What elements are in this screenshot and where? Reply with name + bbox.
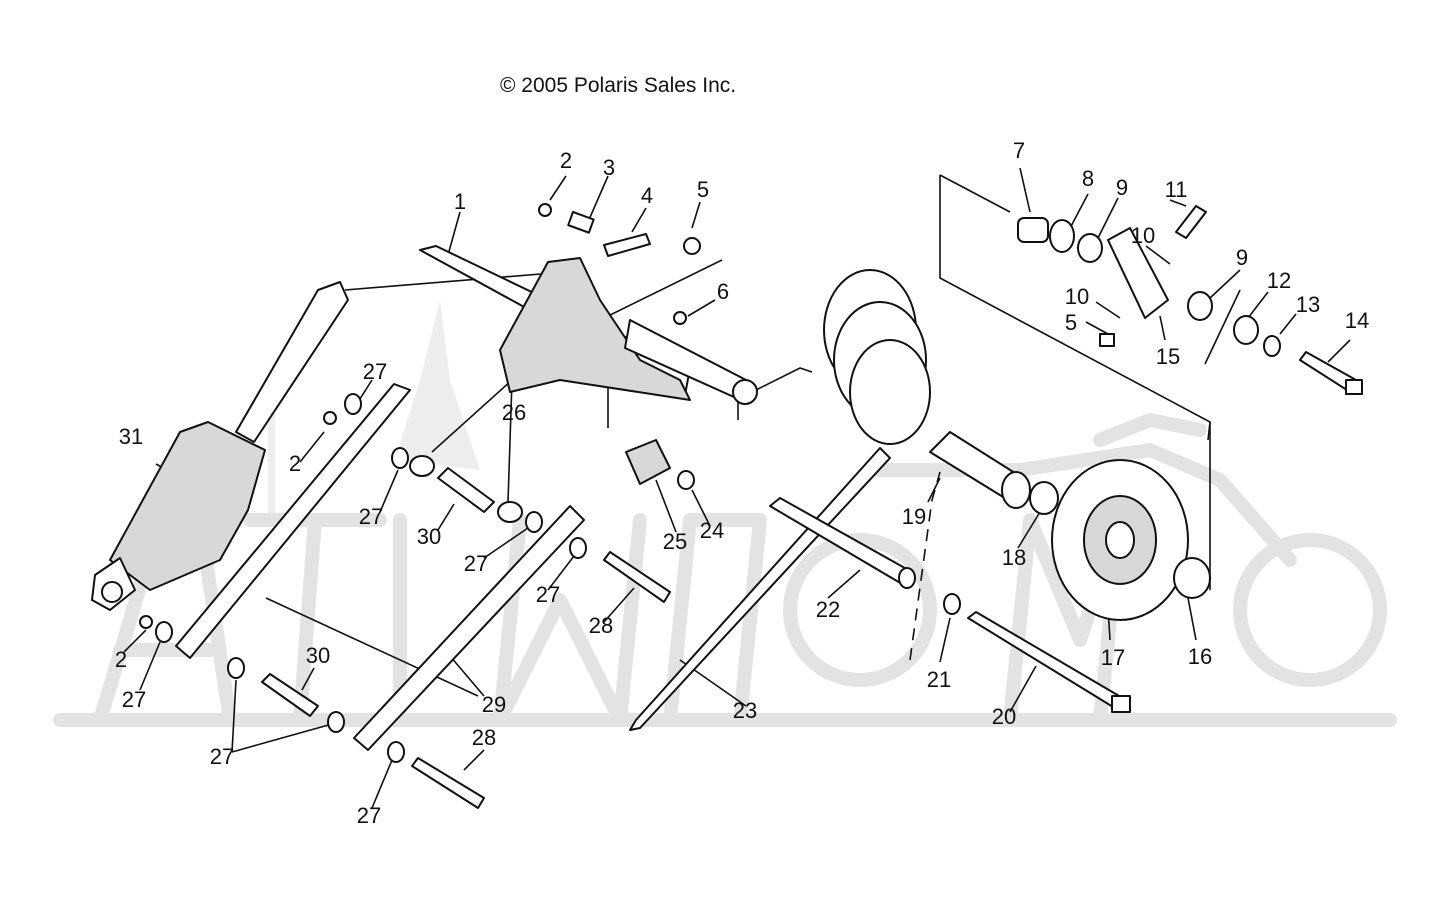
callout-28: 28 — [472, 725, 496, 750]
rear-idler-hardware — [1017, 205, 1363, 395]
callout-31: 31 — [119, 424, 143, 449]
callout-5: 5 — [1065, 310, 1077, 335]
nut-5 — [683, 237, 701, 255]
callout-2: 2 — [289, 451, 301, 476]
callout-13: 13 — [1296, 292, 1320, 317]
callout-23: 23 — [733, 698, 757, 723]
bolt-4 — [603, 233, 651, 257]
callout-9: 9 — [1236, 245, 1248, 270]
axle-bolt-20 — [967, 611, 1131, 713]
callout-6: 6 — [717, 279, 729, 304]
idler-wheel-17 — [1051, 459, 1189, 621]
washers-27 — [155, 393, 587, 763]
callout-26: 26 — [502, 400, 526, 425]
bumper-25 — [625, 439, 695, 490]
callout-20: 20 — [992, 704, 1016, 729]
bushings-26 — [409, 455, 523, 523]
callout-16: 16 — [1188, 644, 1212, 669]
callout-30: 30 — [417, 524, 441, 549]
callout-22: 22 — [816, 597, 840, 622]
callout-2: 2 — [560, 148, 572, 173]
shock-absorber — [91, 281, 349, 611]
callout-3: 3 — [603, 155, 615, 180]
callout-19: 19 — [902, 504, 926, 529]
callout-27: 27 — [464, 551, 488, 576]
callout-2: 2 — [115, 647, 127, 672]
callout-9: 9 — [1116, 175, 1128, 200]
callout-27: 27 — [210, 744, 234, 769]
callout-25: 25 — [663, 529, 687, 554]
callout-27: 27 — [359, 504, 383, 529]
callout-27: 27 — [363, 359, 387, 384]
nut-2 — [538, 203, 552, 217]
rear-torque-arm-29 — [175, 383, 585, 751]
callout-27: 27 — [536, 582, 560, 607]
callout-10: 10 — [1131, 223, 1155, 248]
nut-6 — [673, 311, 687, 325]
washer-18 — [1029, 481, 1059, 515]
callout-labels: 1 2 2 2 3 4 5 5 6 7 8 9 9 10 10 11 12 13… — [115, 138, 1369, 828]
callout-5: 5 — [697, 177, 709, 202]
callout-21: 21 — [927, 667, 951, 692]
callout-14: 14 — [1345, 308, 1369, 333]
spacer-19 — [929, 431, 1031, 509]
callout-27: 27 — [357, 803, 381, 828]
bearing-16 — [1173, 557, 1211, 599]
callout-27: 27 — [122, 687, 146, 712]
callout-11: 11 — [1165, 177, 1188, 202]
callout-18: 18 — [1002, 545, 1026, 570]
front-torque-arm — [419, 245, 758, 405]
callout-7: 7 — [1013, 138, 1025, 163]
callout-15: 15 — [1156, 344, 1180, 369]
callout-8: 8 — [1082, 166, 1094, 191]
callout-10: 10 — [1065, 284, 1089, 309]
callout-28: 28 — [589, 613, 613, 638]
callout-30: 30 — [306, 643, 330, 668]
nuts-2 — [139, 411, 337, 629]
copyright-notice: © 2005 Polaris Sales Inc. — [500, 74, 737, 97]
bushing-3 — [567, 211, 595, 234]
leader-lines — [123, 167, 1351, 809]
callout-4: 4 — [641, 183, 653, 208]
callout-12: 12 — [1267, 268, 1291, 293]
washer-21 — [943, 593, 961, 615]
callout-24: 24 — [700, 518, 724, 543]
spring-23 — [629, 269, 931, 731]
callout-17: 17 — [1101, 645, 1125, 670]
shaft-22 — [769, 497, 916, 589]
pins-30 — [261, 467, 495, 717]
callout-29: 29 — [482, 692, 506, 717]
bolts-28 — [411, 551, 671, 809]
callout-1: 1 — [454, 189, 466, 214]
